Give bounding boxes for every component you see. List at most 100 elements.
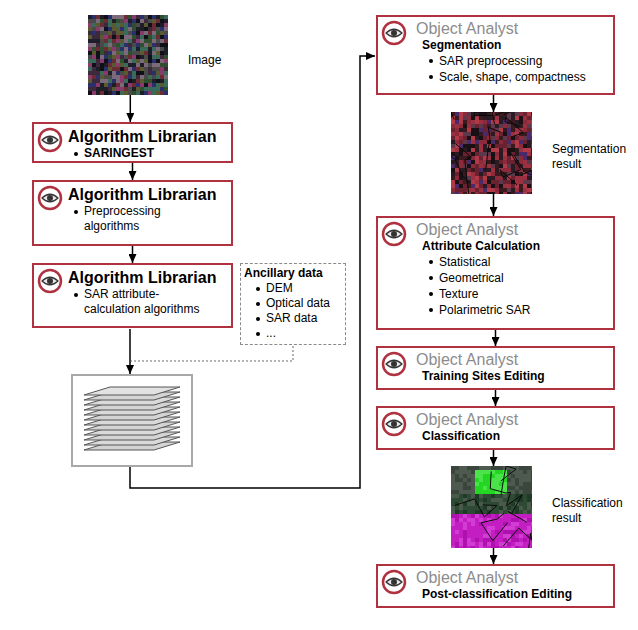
pixel [483, 490, 487, 494]
pixel [100, 23, 104, 27]
pixel [128, 23, 132, 27]
pixel [479, 502, 483, 506]
pixel [475, 482, 479, 486]
pixel [483, 494, 487, 498]
pixel [164, 27, 168, 31]
tool-icon [37, 268, 63, 294]
pixel [463, 120, 467, 124]
pixel [132, 47, 136, 51]
pixel [479, 490, 483, 494]
pixel [160, 31, 164, 35]
layer-sheet [84, 392, 180, 400]
pixel [112, 27, 116, 31]
pixel [128, 91, 132, 95]
bullet-dot [429, 308, 433, 312]
pixel [523, 140, 527, 144]
bullet-dot [74, 210, 78, 214]
pixel [527, 184, 531, 188]
box-heading: Algorithm Librarian [68, 186, 231, 204]
pixel [120, 51, 124, 55]
pixel [104, 35, 108, 39]
pixel [519, 510, 523, 514]
pixel [104, 31, 108, 35]
pixel [108, 31, 112, 35]
pixel [128, 27, 132, 31]
pixel [96, 55, 100, 59]
pixel [136, 55, 140, 59]
icon-ring [39, 129, 61, 151]
pixel [475, 526, 479, 530]
pixel [507, 132, 511, 136]
pixel [487, 180, 491, 184]
pixel [156, 91, 160, 95]
pixel [523, 482, 527, 486]
pixel [495, 466, 499, 470]
pixel [132, 43, 136, 47]
pixel [503, 192, 507, 194]
pixel [156, 87, 160, 91]
pixel [455, 168, 459, 172]
pixel [515, 120, 519, 124]
pixel [140, 83, 144, 87]
pixel [108, 59, 112, 63]
image-thumbnail: Classification result [451, 466, 532, 548]
pixel [463, 522, 467, 526]
pixel [479, 486, 483, 490]
pixel [527, 112, 531, 116]
pixel [495, 168, 499, 172]
pixel [471, 168, 475, 172]
pixel [112, 35, 116, 39]
pixel [100, 27, 104, 31]
pixel [495, 176, 499, 180]
pixel [160, 79, 164, 83]
process-box: Object AnalystSegmentationSAR preprocess… [376, 15, 615, 95]
pixel [467, 112, 471, 116]
pixel [92, 15, 96, 19]
pixel [499, 136, 503, 140]
pixel [156, 39, 160, 43]
pixel [92, 19, 96, 23]
pixel [455, 546, 459, 548]
pixel [451, 140, 455, 144]
pixel [507, 140, 511, 144]
pixel [527, 482, 531, 486]
pixel [459, 510, 463, 514]
pixel [495, 538, 499, 542]
pixel [128, 55, 132, 59]
pixel [523, 124, 527, 128]
pixel [144, 15, 148, 19]
pixel [88, 55, 92, 59]
pixel [124, 75, 128, 79]
pixel [459, 506, 463, 510]
pixel [96, 31, 100, 35]
pixel [479, 140, 483, 144]
pixel [164, 87, 168, 91]
pixel [164, 71, 168, 75]
pixel [519, 522, 523, 526]
pixel [455, 478, 459, 482]
pixel [475, 160, 479, 164]
pixel [100, 63, 104, 67]
pixel [455, 486, 459, 490]
pixel [467, 160, 471, 164]
pixel [515, 510, 519, 514]
box-heading: Object Analyst [416, 411, 613, 429]
pixel [92, 27, 96, 31]
pixel [503, 132, 507, 136]
pixel [136, 51, 140, 55]
pixel [112, 83, 116, 87]
pixel [507, 546, 511, 548]
pixel [523, 148, 527, 152]
pixel [471, 120, 475, 124]
pixel [531, 510, 532, 514]
pixel [483, 542, 487, 546]
pixel [124, 67, 128, 71]
box-heading: Object Analyst [416, 20, 613, 38]
bullet-text: Geometrical [439, 271, 504, 285]
pixel [495, 470, 499, 474]
pixel [88, 19, 92, 23]
pixel [160, 35, 164, 39]
pixel [467, 124, 471, 128]
pixel [451, 522, 455, 526]
pixel [116, 55, 120, 59]
